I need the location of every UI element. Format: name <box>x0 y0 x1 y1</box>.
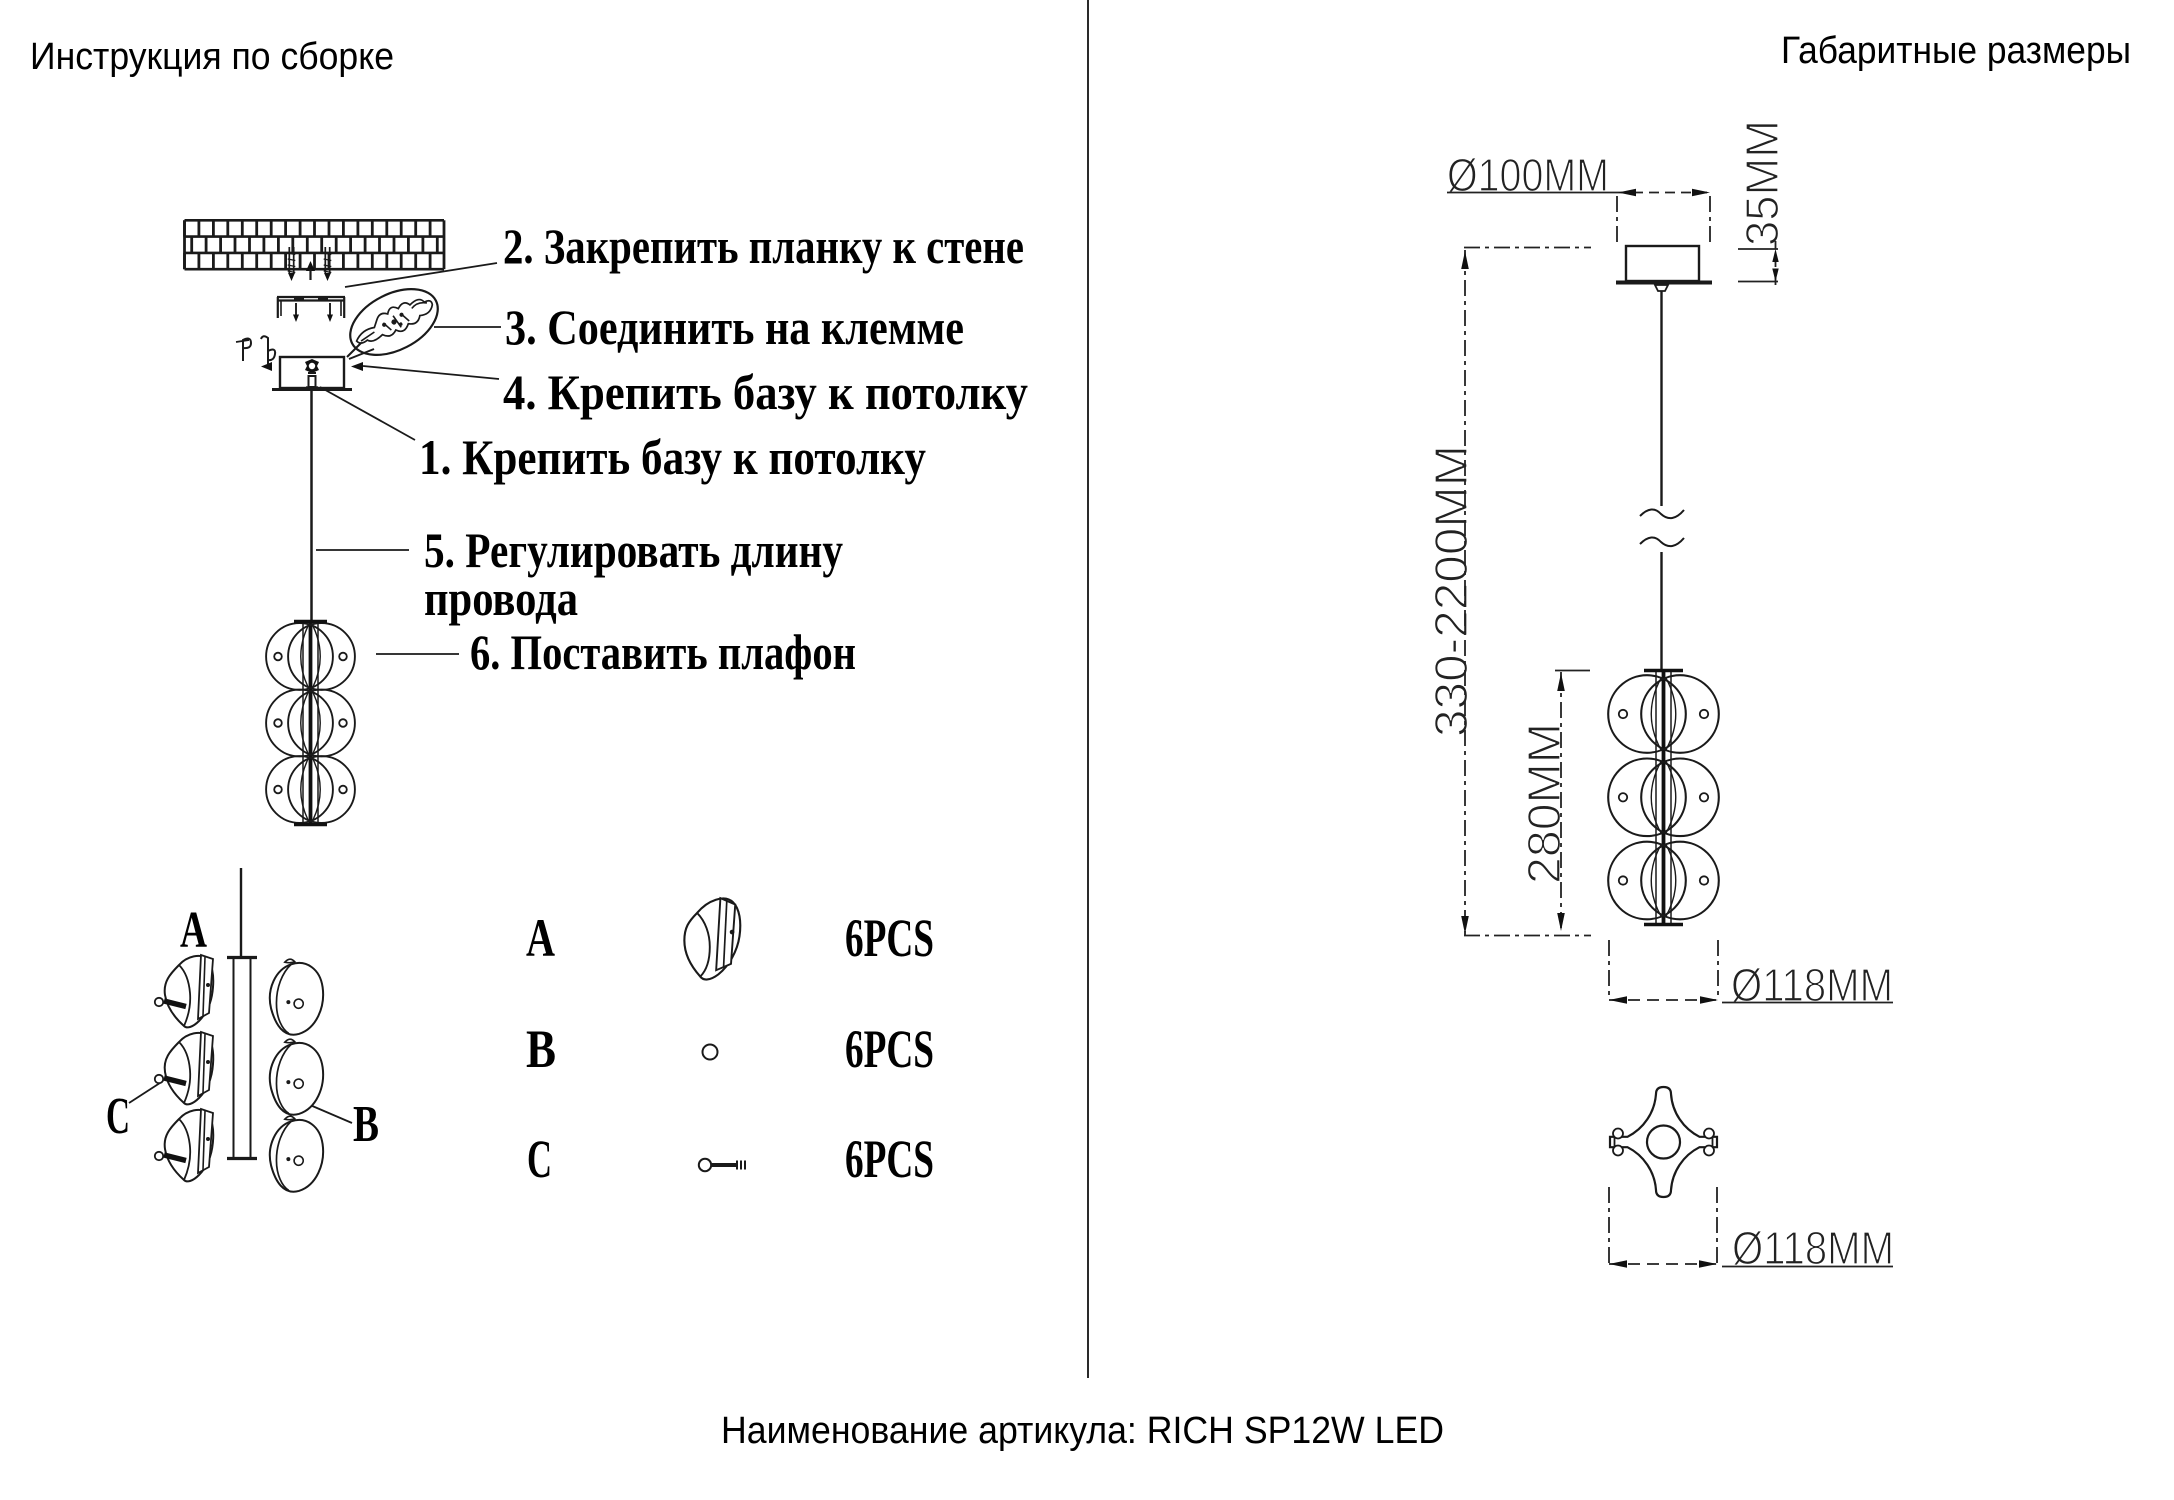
svg-text:35MM: 35MM <box>1736 120 1788 246</box>
svg-text:6PCS: 6PCS <box>845 1019 934 1079</box>
svg-text:A: A <box>526 908 555 968</box>
svg-text:280MM: 280MM <box>1518 723 1570 884</box>
svg-text:330-2200MM: 330-2200MM <box>1425 445 1477 737</box>
svg-text:6. Поставить плафон: 6. Поставить плафон <box>470 624 856 680</box>
svg-text:6PCS: 6PCS <box>845 908 934 968</box>
svg-text:5. Регулировать длину: 5. Регулировать длину <box>424 522 843 578</box>
svg-text:2. Закрепить планку к стене: 2. Закрепить планку к стене <box>503 218 1024 274</box>
svg-text:4. Крепить базу к потолку: 4. Крепить базу к потолку <box>503 364 1028 420</box>
svg-text:C: C <box>106 1088 130 1145</box>
svg-text:A: A <box>180 902 207 959</box>
svg-text:B: B <box>526 1019 556 1079</box>
svg-text:6PCS: 6PCS <box>845 1129 934 1189</box>
svg-text:Габаритные размеры: Габаритные размеры <box>1781 30 2131 72</box>
svg-text:3. Соединить на клемме: 3. Соединить на клемме <box>505 299 964 355</box>
svg-text:C: C <box>527 1129 552 1189</box>
svg-text:B: B <box>353 1096 379 1153</box>
svg-text:Инструкция по сборке: Инструкция по сборке <box>30 36 394 78</box>
svg-text:Наименование артикула: RICH SP: Наименование артикула: RICH SP12W LED <box>721 1410 1444 1452</box>
svg-text:1. Крепить базу к потолку: 1. Крепить базу к потолку <box>419 429 926 485</box>
svg-text:провода: провода <box>424 570 578 626</box>
